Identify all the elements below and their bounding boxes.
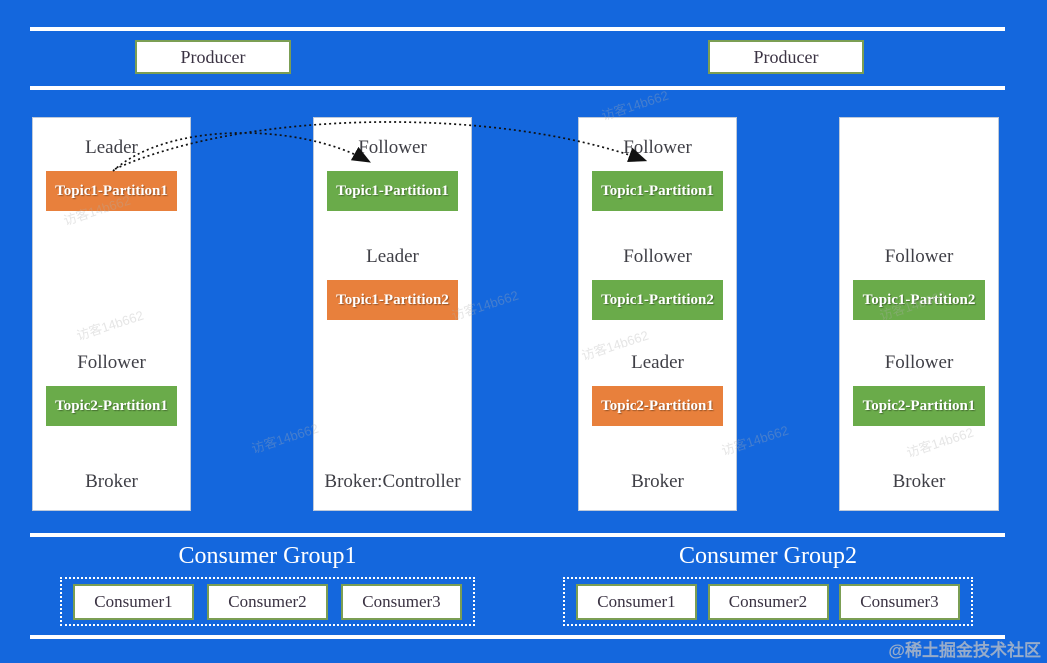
- partition-chip: Topic1-Partition1: [327, 171, 458, 211]
- broker-box-3: Follower Topic1-Partition1 Follower Topi…: [578, 117, 737, 511]
- visitor-watermark: 访客14b662: [249, 420, 321, 457]
- divider-line-top-1: [30, 27, 1005, 31]
- partition-chip: Topic2-Partition1: [46, 386, 177, 426]
- partition-slot: Follower Topic1-Partition2: [840, 244, 998, 320]
- partition-slot: Leader Topic1-Partition2: [314, 244, 471, 320]
- replica-role-label: Follower: [623, 246, 692, 267]
- partition-chip: Topic1-Partition2: [327, 280, 458, 320]
- divider-line-bottom-2: [30, 635, 1005, 639]
- partition-chip: Topic1-Partition2: [853, 280, 985, 320]
- consumer-box: Consumer2: [207, 583, 328, 620]
- producer-label: Producer: [180, 46, 246, 67]
- replica-role-label: Follower: [623, 137, 692, 158]
- producer-label: Producer: [753, 46, 819, 67]
- partition-chip: Topic2-Partition1: [592, 386, 723, 426]
- partition-slot: Leader Topic1-Partition1: [33, 135, 190, 211]
- consumer-box: Consumer2: [707, 583, 829, 620]
- replica-role-label: Leader: [631, 352, 684, 373]
- replica-role-label: Leader: [85, 137, 138, 158]
- broker-box-1: Leader Topic1-Partition1 Follower Topic2…: [32, 117, 191, 511]
- broker-box-2: Follower Topic1-Partition1 Leader Topic1…: [313, 117, 472, 511]
- partition-slot: Follower Topic1-Partition2: [579, 244, 736, 320]
- replica-role-label: Follower: [358, 137, 427, 158]
- site-watermark: @稀土掘金技术社区: [888, 641, 1041, 660]
- consumer-group-title: Consumer Group2: [679, 543, 857, 569]
- producer-box-2: Producer: [708, 40, 864, 74]
- broker-label: Broker: [85, 471, 138, 492]
- replica-role-label: Leader: [366, 246, 419, 267]
- broker-label: Broker: [892, 471, 946, 492]
- producer-box-1: Producer: [135, 40, 291, 74]
- partition-slot: Follower Topic2-Partition1: [840, 350, 998, 426]
- consumer-group-1: Consumer1 Consumer2 Consumer3: [60, 577, 475, 626]
- broker-label: Broker: [631, 471, 684, 492]
- replica-role-label: Follower: [77, 352, 146, 373]
- consumer-box: Consumer1: [576, 583, 697, 620]
- replica-role-label: Follower: [884, 352, 954, 373]
- partition-slot: Follower Topic1-Partition1: [579, 135, 736, 211]
- consumer-box: Consumer3: [341, 583, 462, 620]
- consumer-box: Consumer3: [839, 583, 960, 620]
- partition-chip: Topic1-Partition1: [46, 171, 177, 211]
- replica-role-label: Follower: [884, 246, 954, 267]
- partition-chip: Topic2-Partition1: [853, 386, 985, 426]
- partition-chip: Topic1-Partition1: [592, 171, 723, 211]
- partition-slot: Follower Topic1-Partition1: [314, 135, 471, 211]
- consumer-group-title: Consumer Group1: [178, 543, 357, 569]
- partition-slot: Leader Topic2-Partition1: [579, 350, 736, 426]
- divider-line-top-2: [30, 86, 1005, 90]
- broker-controller-label: Broker:Controller: [324, 471, 461, 492]
- consumer-box: Consumer1: [73, 583, 194, 620]
- broker-box-4: Follower Topic1-Partition2 Follower Topi…: [839, 117, 999, 511]
- consumer-group-2: Consumer1 Consumer2 Consumer3: [563, 577, 973, 626]
- partition-chip: Topic1-Partition2: [592, 280, 723, 320]
- partition-slot: Follower Topic2-Partition1: [33, 350, 190, 426]
- divider-line-bottom-1: [30, 533, 1005, 537]
